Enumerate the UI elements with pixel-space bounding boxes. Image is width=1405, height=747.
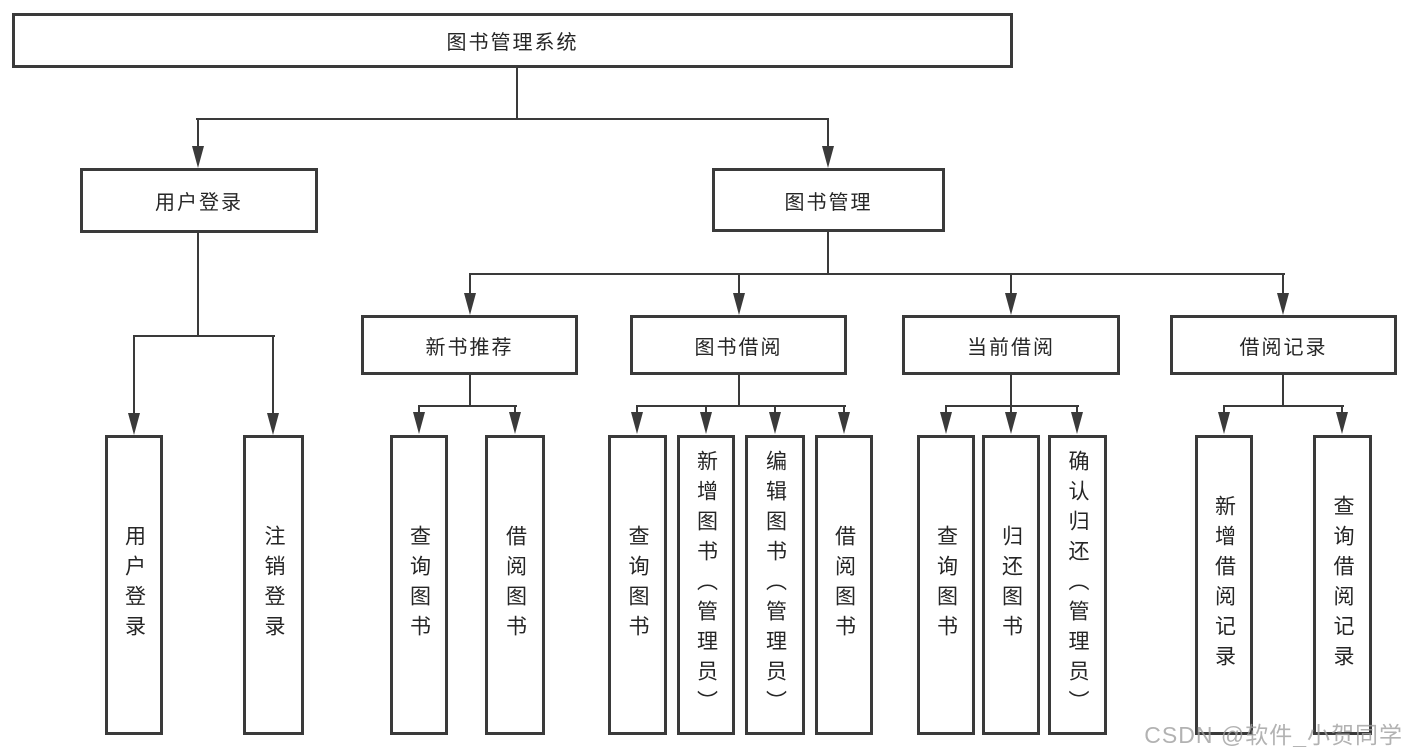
node-label: 新增借阅记录 bbox=[1212, 495, 1236, 675]
connector-line bbox=[469, 273, 471, 295]
connector-line bbox=[738, 375, 740, 407]
connector-line bbox=[133, 335, 135, 415]
watermark: CSDN @软件_小贺同学 bbox=[1144, 722, 1403, 747]
connector-line bbox=[945, 405, 1079, 407]
node-label: 用户登录 bbox=[155, 192, 243, 214]
node-label: 新增图书（管理员） bbox=[694, 450, 718, 720]
leaf-cb-query-books: 查询图书 bbox=[917, 435, 975, 735]
node-label: 借阅记录 bbox=[1239, 336, 1328, 359]
node-label: 当前借阅 bbox=[967, 336, 1055, 359]
connector-line bbox=[636, 405, 846, 407]
arrow-down-icon bbox=[1218, 412, 1230, 434]
node-label: 查询借阅记录 bbox=[1331, 495, 1354, 675]
node-label: 注销登录 bbox=[262, 525, 285, 645]
node-label: 图书管理 bbox=[784, 191, 873, 214]
node-label: 查询图书 bbox=[407, 525, 431, 645]
connector-line bbox=[418, 405, 420, 414]
connector-line bbox=[1282, 273, 1284, 295]
connector-line bbox=[1282, 375, 1284, 407]
node-label: 归还图书 bbox=[999, 525, 1023, 645]
node-label: 查询图书 bbox=[626, 525, 649, 645]
node-label: 编辑图书（管理员） bbox=[763, 450, 787, 720]
leaf-bb-add-books-admin: 新增图书（管理员） bbox=[677, 435, 735, 735]
arrow-down-icon bbox=[940, 412, 952, 434]
leaf-br-query-record: 查询借阅记录 bbox=[1313, 435, 1372, 735]
arrow-down-icon bbox=[769, 412, 781, 434]
arrow-down-icon bbox=[267, 413, 279, 435]
connector-line bbox=[197, 118, 199, 149]
node-book-management: 图书管理 bbox=[712, 168, 945, 232]
connector-line bbox=[469, 273, 1285, 275]
connector-line bbox=[1010, 405, 1012, 414]
node-label: 图书借阅 bbox=[694, 336, 783, 359]
connector-line bbox=[469, 375, 471, 407]
node-current-borrowing: 当前借阅 bbox=[902, 315, 1120, 375]
arrow-down-icon bbox=[733, 293, 745, 315]
connector-line bbox=[1223, 405, 1344, 407]
leaf-bb-edit-books-admin: 编辑图书（管理员） bbox=[745, 435, 805, 735]
connector-line bbox=[272, 335, 274, 415]
arrow-down-icon bbox=[838, 412, 850, 434]
connector-line bbox=[827, 118, 829, 149]
leaf-bb-query-books: 查询图书 bbox=[608, 435, 667, 735]
node-label: 图书管理系统 bbox=[446, 32, 579, 54]
arrow-down-icon bbox=[700, 412, 712, 434]
leaf-nbr-borrow-books: 借阅图书 bbox=[485, 435, 545, 735]
arrow-down-icon bbox=[631, 412, 643, 434]
connector-line bbox=[738, 273, 740, 295]
node-label: 借阅图书 bbox=[503, 525, 527, 645]
node-borrowing-records: 借阅记录 bbox=[1170, 315, 1397, 375]
connector-line bbox=[636, 405, 638, 414]
node-label: 新书推荐 bbox=[425, 336, 514, 359]
arrow-down-icon bbox=[1071, 412, 1083, 434]
leaf-nbr-query-books: 查询图书 bbox=[390, 435, 448, 735]
arrow-down-icon bbox=[509, 412, 521, 434]
arrow-down-icon bbox=[822, 146, 834, 168]
arrow-down-icon bbox=[1005, 412, 1017, 434]
arrow-down-icon bbox=[1005, 293, 1017, 315]
connector-line bbox=[197, 233, 199, 337]
arrow-down-icon bbox=[1277, 293, 1289, 315]
connector-line bbox=[1010, 375, 1012, 407]
connector-line bbox=[514, 405, 516, 414]
arrow-down-icon bbox=[413, 412, 425, 434]
connector-line bbox=[1010, 273, 1012, 295]
connector-line bbox=[516, 68, 518, 118]
arrow-down-icon bbox=[192, 146, 204, 168]
leaf-cb-return-books: 归还图书 bbox=[982, 435, 1040, 735]
arrow-down-icon bbox=[128, 413, 140, 435]
connector-line bbox=[705, 405, 707, 414]
connector-line bbox=[1341, 405, 1343, 414]
connector-line bbox=[827, 232, 829, 275]
connector-line bbox=[1076, 405, 1078, 414]
arrow-down-icon bbox=[464, 293, 476, 315]
connector-line bbox=[843, 405, 845, 414]
arrow-down-icon bbox=[1336, 412, 1348, 434]
node-label: 借阅图书 bbox=[832, 525, 856, 645]
connector-line bbox=[1223, 405, 1225, 414]
node-label: 用户登录 bbox=[122, 525, 146, 645]
leaf-user-login: 用户登录 bbox=[105, 435, 163, 735]
node-library-system: 图书管理系统 bbox=[12, 13, 1013, 68]
node-new-book-recommendation: 新书推荐 bbox=[361, 315, 578, 375]
node-label: 查询图书 bbox=[934, 525, 958, 645]
node-label: 确认归还（管理员） bbox=[1066, 450, 1089, 720]
connector-line bbox=[196, 118, 829, 120]
leaf-logout: 注销登录 bbox=[243, 435, 304, 735]
leaf-br-add-record: 新增借阅记录 bbox=[1195, 435, 1253, 735]
connector-line bbox=[945, 405, 947, 414]
node-user-login: 用户登录 bbox=[80, 168, 318, 233]
leaf-bb-borrow-books: 借阅图书 bbox=[815, 435, 873, 735]
node-book-borrowing: 图书借阅 bbox=[630, 315, 847, 375]
leaf-cb-confirm-return-admin: 确认归还（管理员） bbox=[1048, 435, 1107, 735]
connector-line bbox=[418, 405, 517, 407]
connector-line bbox=[774, 405, 776, 414]
connector-line bbox=[133, 335, 275, 337]
